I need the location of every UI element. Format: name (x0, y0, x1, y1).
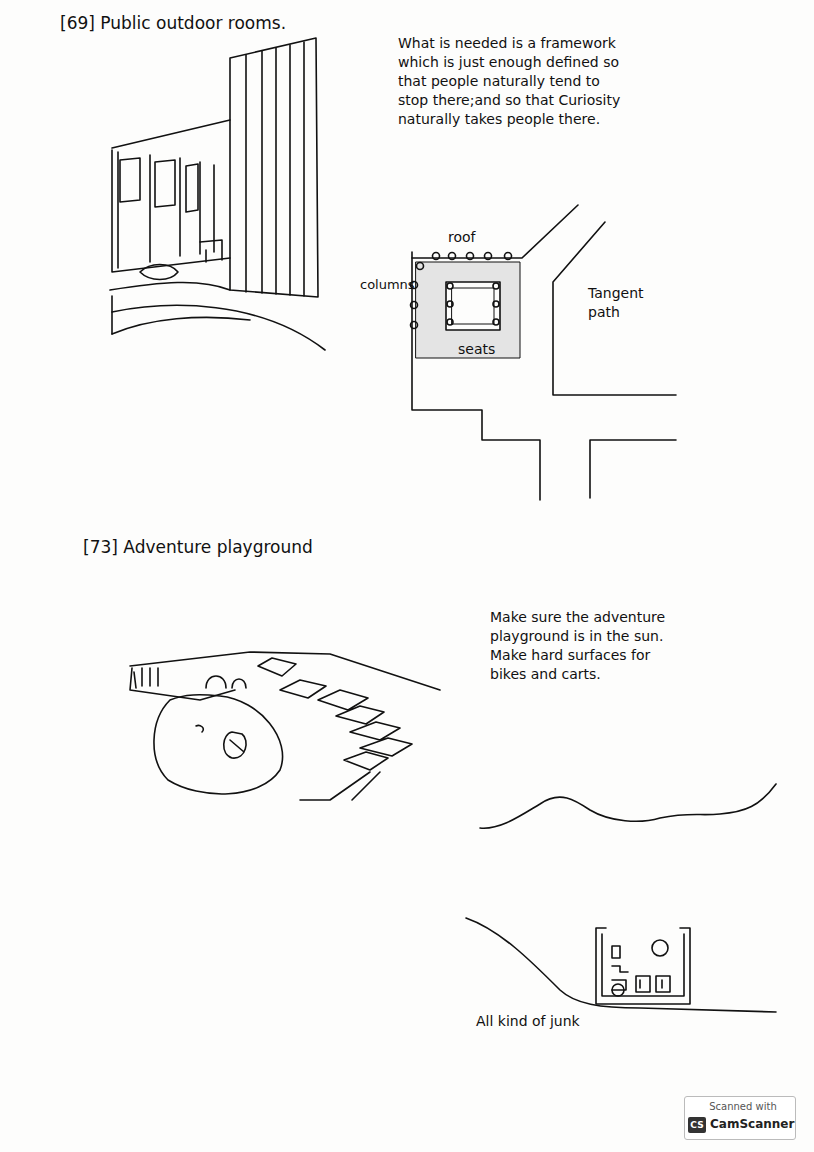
part-label: Tangent path (588, 284, 652, 322)
design-note: What is needed is a framework which is j… (398, 34, 630, 128)
part-label: columns (360, 276, 420, 294)
part-label: roof (448, 228, 508, 247)
outdoor-room-perspective (110, 38, 325, 350)
watermark-text: Scanned with (698, 1100, 788, 1114)
playground-landscape (466, 784, 776, 1012)
part-label: All kind of junk (476, 1012, 636, 1031)
section-heading: [69] Public outdoor rooms. (60, 12, 420, 35)
design-note: Make sure the adventure playground is in… (490, 608, 690, 684)
outdoor-room-plan (411, 205, 677, 500)
watermark-brand: CamScanner (710, 1116, 794, 1132)
watermark-logo: CS (688, 1117, 706, 1133)
part-label: seats (458, 340, 518, 359)
section-heading: [73] Adventure playground (83, 536, 443, 559)
playground-sketch (130, 652, 440, 800)
